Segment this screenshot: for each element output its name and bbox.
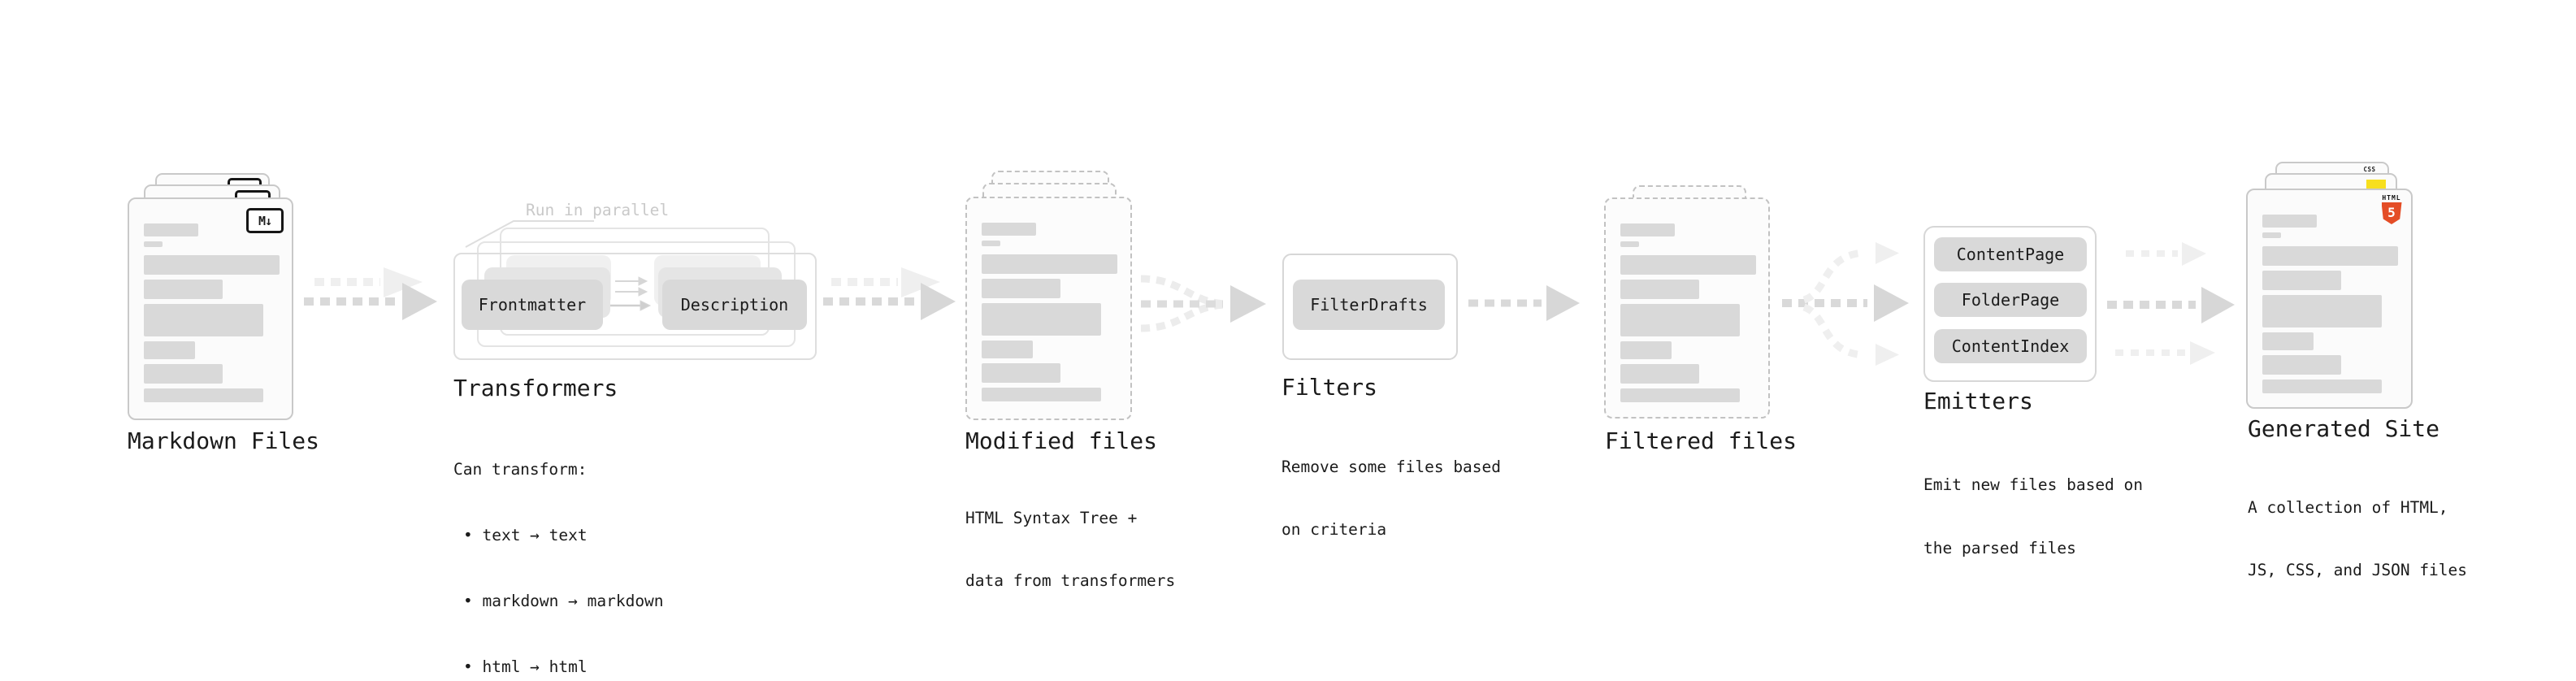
- arrow-filters-to-filtered: [1468, 285, 1580, 321]
- skeleton-text-bar: [2262, 332, 2314, 350]
- filters-desc-line2: on criteria: [1281, 519, 1387, 539]
- skeleton-text-bar: [1620, 241, 1639, 247]
- transformer-container-front: [453, 253, 817, 360]
- markdown-files-label: Markdown Files: [128, 427, 320, 454]
- description-pill: Description: [662, 280, 807, 330]
- generated-site-description: A collection of HTML, JS, CSS, and JSON …: [2248, 456, 2467, 622]
- bullet-html-to-html: • html → html: [463, 657, 588, 676]
- run-in-parallel-note: Run in parallel: [526, 201, 670, 219]
- skeleton-text-bar: [982, 363, 1060, 383]
- filtered-file-card-front: [1604, 197, 1770, 419]
- skeleton-text-bar: [982, 241, 1000, 246]
- skeleton-text-bar: [2262, 355, 2341, 375]
- transformers-heading: Transformers: [453, 375, 618, 401]
- modified-files-description: HTML Syntax Tree + data from transformer…: [965, 466, 1175, 632]
- can-transform-line: Can transform:: [453, 460, 588, 479]
- skeleton-text-bar: [1620, 388, 1740, 402]
- generated-site-label: Generated Site: [2248, 415, 2440, 442]
- html5-icon-text: HTML: [2382, 194, 2401, 202]
- transformers-description: Can transform: • text → text • markdown …: [453, 414, 664, 681]
- skeleton-text-bar: [982, 340, 1033, 358]
- contentindex-pill: ContentIndex: [1934, 329, 2087, 363]
- html5-icon: HTML 5: [2379, 194, 2405, 224]
- skeleton-text-bar: [982, 254, 1117, 274]
- skeleton-text-bar: [144, 241, 163, 247]
- filters-heading: Filters: [1281, 374, 1378, 401]
- generated-desc-line1: A collection of HTML,: [2248, 498, 2448, 517]
- skeleton-text-bar: [1620, 304, 1740, 336]
- arrow-modified-to-filters: [1140, 275, 1266, 332]
- skeleton-text-bar: [982, 279, 1060, 298]
- skeleton-text-bar: [144, 364, 223, 384]
- skeleton-text-bar: [1620, 280, 1699, 299]
- skeleton-text-bar: [144, 255, 280, 275]
- arrow-markdown-to-transformers: [304, 267, 437, 320]
- filterdrafts-pill: FilterDrafts: [1293, 280, 1445, 330]
- skeleton-text-bar: [2262, 380, 2382, 393]
- markdown-icon: M↓: [246, 208, 284, 233]
- html5-icon-shield: 5: [2381, 202, 2402, 224]
- emitters-heading: Emitters: [1923, 388, 2033, 414]
- bullet-markdown-to-markdown: • markdown → markdown: [463, 592, 664, 610]
- js-file-icon: [2366, 180, 2386, 191]
- css-icon-text: CSS: [2363, 166, 2376, 173]
- modified-desc-line1: HTML Syntax Tree +: [965, 509, 1138, 527]
- skeleton-text-bar: [1620, 364, 1699, 384]
- arrow-transformers-to-modified: [823, 267, 956, 320]
- skeleton-text-bar: [1620, 341, 1672, 359]
- skeleton-text-bar: [144, 304, 263, 336]
- emitters-desc-line2: the parsed files: [1923, 539, 2076, 557]
- skeleton-text-bar: [982, 303, 1101, 336]
- emitters-description: Emit new files based on the parsed files: [1923, 432, 2143, 601]
- skeleton-text-bar: [1620, 255, 1756, 275]
- generated-desc-line2: JS, CSS, and JSON files: [2248, 560, 2468, 579]
- arrow-filtered-to-emitters: [1782, 242, 1909, 366]
- skeleton-text-bar: [982, 223, 1036, 236]
- contentpage-pill: ContentPage: [1934, 237, 2087, 271]
- skeleton-text-bar: [144, 388, 263, 402]
- skeleton-text-bar: [1620, 223, 1675, 236]
- modified-desc-line2: data from transformers: [965, 570, 1176, 590]
- skeleton-text-bar: [2262, 295, 2382, 327]
- filters-desc-line1: Remove some files based: [1281, 458, 1502, 476]
- skeleton-text-bar: [2262, 271, 2341, 290]
- skeleton-text-bar: [144, 280, 223, 299]
- modified-file-card-front: [965, 197, 1132, 420]
- skeleton-text-bar: [982, 388, 1101, 401]
- modified-files-label: Modified files: [965, 427, 1158, 454]
- frontmatter-pill: Frontmatter: [462, 280, 603, 330]
- skeleton-text-bar: [144, 341, 195, 359]
- generated-file-card-front: HTML 5: [2246, 189, 2413, 409]
- skeleton-text-bar: [2262, 215, 2317, 228]
- skeleton-text-bar: [2262, 246, 2398, 266]
- skeleton-text-bar: [2262, 232, 2281, 238]
- skeleton-text-bar: [144, 223, 198, 236]
- bullet-text-to-text: • text → text: [463, 526, 588, 544]
- emitters-desc-line1: Emit new files based on: [1923, 475, 2144, 494]
- filters-description: Remove some files based on criteria: [1281, 415, 1501, 581]
- arrow-emitters-to-generated: [2107, 242, 2235, 365]
- folderpage-pill: FolderPage: [1934, 283, 2087, 317]
- markdown-file-card-front: M↓: [128, 197, 293, 420]
- filtered-files-label: Filtered files: [1605, 427, 1798, 454]
